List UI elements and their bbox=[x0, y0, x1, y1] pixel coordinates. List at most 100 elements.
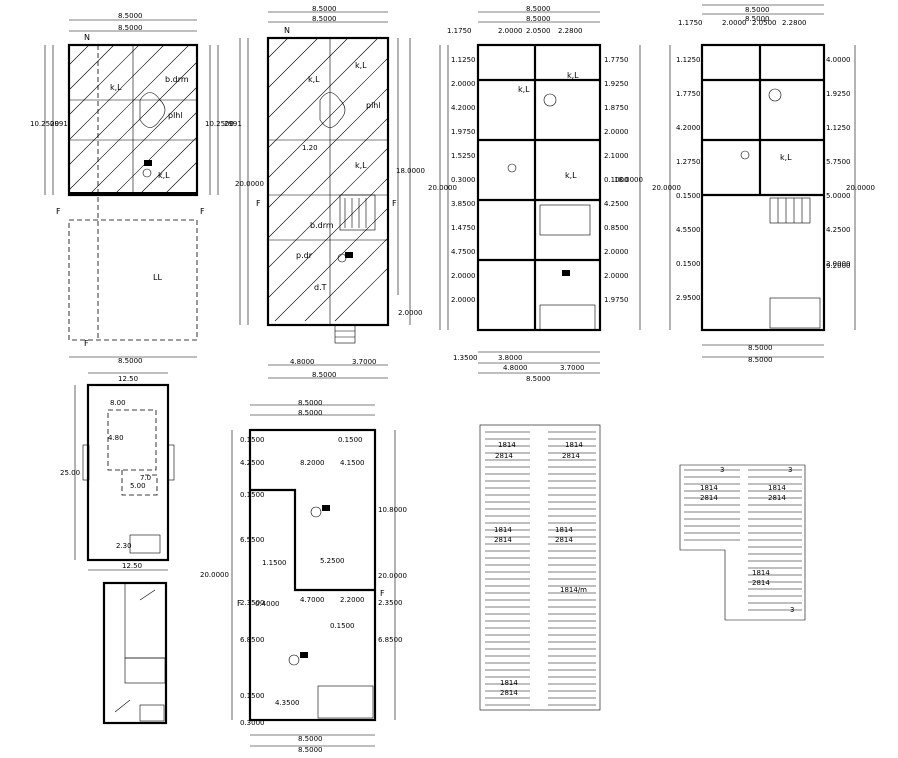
plan-5-inner-dim-5: 2.30 bbox=[116, 542, 132, 550]
plan-4-dim-5: 4.2000 bbox=[676, 124, 701, 132]
plan-1-bottom-dim: 8.5000 bbox=[118, 357, 143, 365]
plan-3-outline bbox=[476, 43, 602, 332]
plan-5-top-dim: 12.50 bbox=[118, 375, 138, 383]
plan-3-dim-1: 1.1250 bbox=[451, 56, 476, 64]
plan-3-left-dim: 20.0000 bbox=[428, 184, 457, 192]
plan-3-stair bbox=[539, 204, 591, 236]
slab-1-label-3: 1814 bbox=[565, 441, 583, 449]
plan-7-right-dim-4: 20.0000 bbox=[378, 572, 407, 580]
plan-4-dim-2: 4.0000 bbox=[826, 56, 851, 64]
plan-4-top-dim-4: 2.0000 bbox=[722, 19, 747, 27]
plan-3-bottom-dim-5: 8.5000 bbox=[526, 375, 551, 383]
plan-2-label-lift: 1.20 bbox=[302, 144, 318, 152]
plan-3-label-kl: k,L bbox=[567, 71, 579, 80]
plan-3-top-dim-6: 2.2800 bbox=[558, 27, 583, 35]
section-mark-6: F bbox=[237, 599, 242, 608]
plan-4-dim-9: 0.1500 bbox=[676, 192, 701, 200]
plan-5-inner-dim-3: 5.00 bbox=[130, 482, 146, 490]
plan-4-top-dim-2: 8.5000 bbox=[745, 15, 770, 23]
plan-7-inner-dim-7: 4.3500 bbox=[275, 699, 300, 707]
slab-1-label-5: 1814 bbox=[494, 526, 512, 534]
plan-7-top-dim-1: 8.5000 bbox=[298, 399, 323, 407]
plan-4-dim-10: 5.0000 bbox=[826, 192, 851, 200]
plan-2-bottom-dim-2: 3.7000 bbox=[352, 358, 377, 366]
slab-plan-2-outline bbox=[679, 464, 806, 621]
plan-1-top-dim-2: 8.5000 bbox=[118, 24, 143, 32]
plan-3-dim-15: 1.4750 bbox=[451, 224, 476, 232]
plan-3-dim-21: 2.0000 bbox=[451, 296, 476, 304]
plan-7-right-dim-3: 10.8000 bbox=[378, 506, 407, 514]
plan-4-dim-13: 0.1500 bbox=[676, 260, 701, 268]
slab-1-label-11: 2814 bbox=[500, 689, 518, 697]
plan-4-top-dim-6: 2.2800 bbox=[782, 19, 807, 27]
plan-4-right-dim: 20.0000 bbox=[846, 184, 875, 192]
north-mark-1: N bbox=[84, 33, 90, 42]
plan-1-label-kl-2: k,L bbox=[158, 171, 170, 180]
plan-3-dim-8: 2.0000 bbox=[604, 128, 629, 136]
plan-2-label-kl: k,L bbox=[308, 75, 320, 84]
plan-3-dim-10: 2.1000 bbox=[604, 152, 629, 160]
plan-7-left-dim-2: 4.2500 bbox=[240, 459, 265, 467]
plan-5-inner-dim-2: 4.80 bbox=[108, 434, 124, 442]
plan-3-label-kl-3: k,L bbox=[565, 171, 577, 180]
plan-3-dim-17: 4.7500 bbox=[451, 248, 476, 256]
slab-plan-2: 1814 2814 1814 2814 1814 2814 3 3 3 bbox=[679, 464, 806, 621]
plan-3-right-dim: 18.0000 bbox=[614, 176, 643, 184]
plan-2-label-kl-3: k,L bbox=[355, 161, 367, 170]
plan-2-label-plhl: plhl bbox=[366, 101, 381, 110]
plan-7-right-dim-6: 6.8500 bbox=[378, 636, 403, 644]
plan-7-inner-dim-6: 0.1500 bbox=[330, 622, 355, 630]
plan-7-inner-dim-5: 2.2000 bbox=[340, 596, 365, 604]
plan-7-right-dim-5: 2.3500 bbox=[378, 599, 403, 607]
plan-3-dim-13: 3.8500 bbox=[451, 200, 476, 208]
slab-1-label-4: 2814 bbox=[562, 452, 580, 460]
slab-1-label-7: 1814 bbox=[555, 526, 573, 534]
plan-5-bottom-dim: 12.50 bbox=[122, 562, 142, 570]
plan-3-dim-22: 1.9750 bbox=[604, 296, 629, 304]
section-mark-1: F bbox=[56, 207, 61, 216]
plan-3-dim-9: 1.5250 bbox=[451, 152, 476, 160]
slab-1-label-9: 1814/m bbox=[560, 586, 587, 594]
plan-7-inner-dim-3: 1.1500 bbox=[262, 559, 287, 567]
plan-3-label-kl-2: k,L bbox=[518, 85, 530, 94]
plan-2-bottom-dim-3: 8.5000 bbox=[312, 371, 337, 379]
section-mark-2: F bbox=[200, 207, 205, 216]
plan-4-dim-12: 4.2500 bbox=[826, 226, 851, 234]
plan-7: 8.5000 8.5000 0.1500 4.2500 0.1500 6.550… bbox=[200, 399, 407, 754]
plan-5-left-dim: 25.00 bbox=[60, 469, 80, 477]
plan-7-left-dim-8: 0.1500 bbox=[240, 692, 265, 700]
slab-1-label-2: 2814 bbox=[495, 452, 513, 460]
plan-3-dim-18: 2.0000 bbox=[604, 248, 629, 256]
plan-7-left-dim-7: 6.8500 bbox=[240, 636, 265, 644]
plan-7-left-dim-9: 0.3000 bbox=[240, 719, 265, 727]
plan-3-top-dim-5: 2.0500 bbox=[526, 27, 551, 35]
section-mark-7: F bbox=[380, 589, 385, 598]
plan-3-dim-11: 0.3000 bbox=[451, 176, 476, 184]
plan-6 bbox=[102, 581, 168, 725]
plan-4-dim-6: 1.1250 bbox=[826, 124, 851, 132]
plan-4-top-dim-3: 1.1750 bbox=[678, 19, 703, 27]
slab-2-label-7: 3 bbox=[720, 466, 724, 474]
plan-1-label-bedroom: b.drm bbox=[165, 75, 189, 84]
plan-4-left-dim: 20.0000 bbox=[652, 184, 681, 192]
plan-4-dim-3: 1.7750 bbox=[676, 90, 701, 98]
plan-3-dim-12: 0.1000 bbox=[604, 176, 629, 184]
plan-7-left-dim-6: 2.3500 bbox=[240, 599, 265, 607]
plan-7-top-dim-2: 8.5000 bbox=[298, 409, 323, 417]
plan-3-top-dim-2: 8.5000 bbox=[526, 15, 551, 23]
slab-2-label-1: 1814 bbox=[700, 484, 718, 492]
plan-3-dim-3: 2.0000 bbox=[451, 80, 476, 88]
north-mark-2: N bbox=[284, 26, 290, 35]
plan-2-label-bedroom: b.drm bbox=[310, 221, 334, 230]
plan-5-inner-dim-4: 7.0 bbox=[140, 474, 151, 482]
plan-4-bottom-dim-1: 8.5000 bbox=[748, 344, 773, 352]
plan-2-hatch bbox=[267, 37, 389, 322]
plan-1-hatch bbox=[68, 44, 198, 196]
plan-2-left-dim: 20.0000 bbox=[235, 180, 264, 188]
section-mark-3: F bbox=[84, 339, 89, 348]
plan-4-dim-8: 5.7500 bbox=[826, 158, 851, 166]
plan-2-label-odt: d.T bbox=[314, 283, 327, 292]
